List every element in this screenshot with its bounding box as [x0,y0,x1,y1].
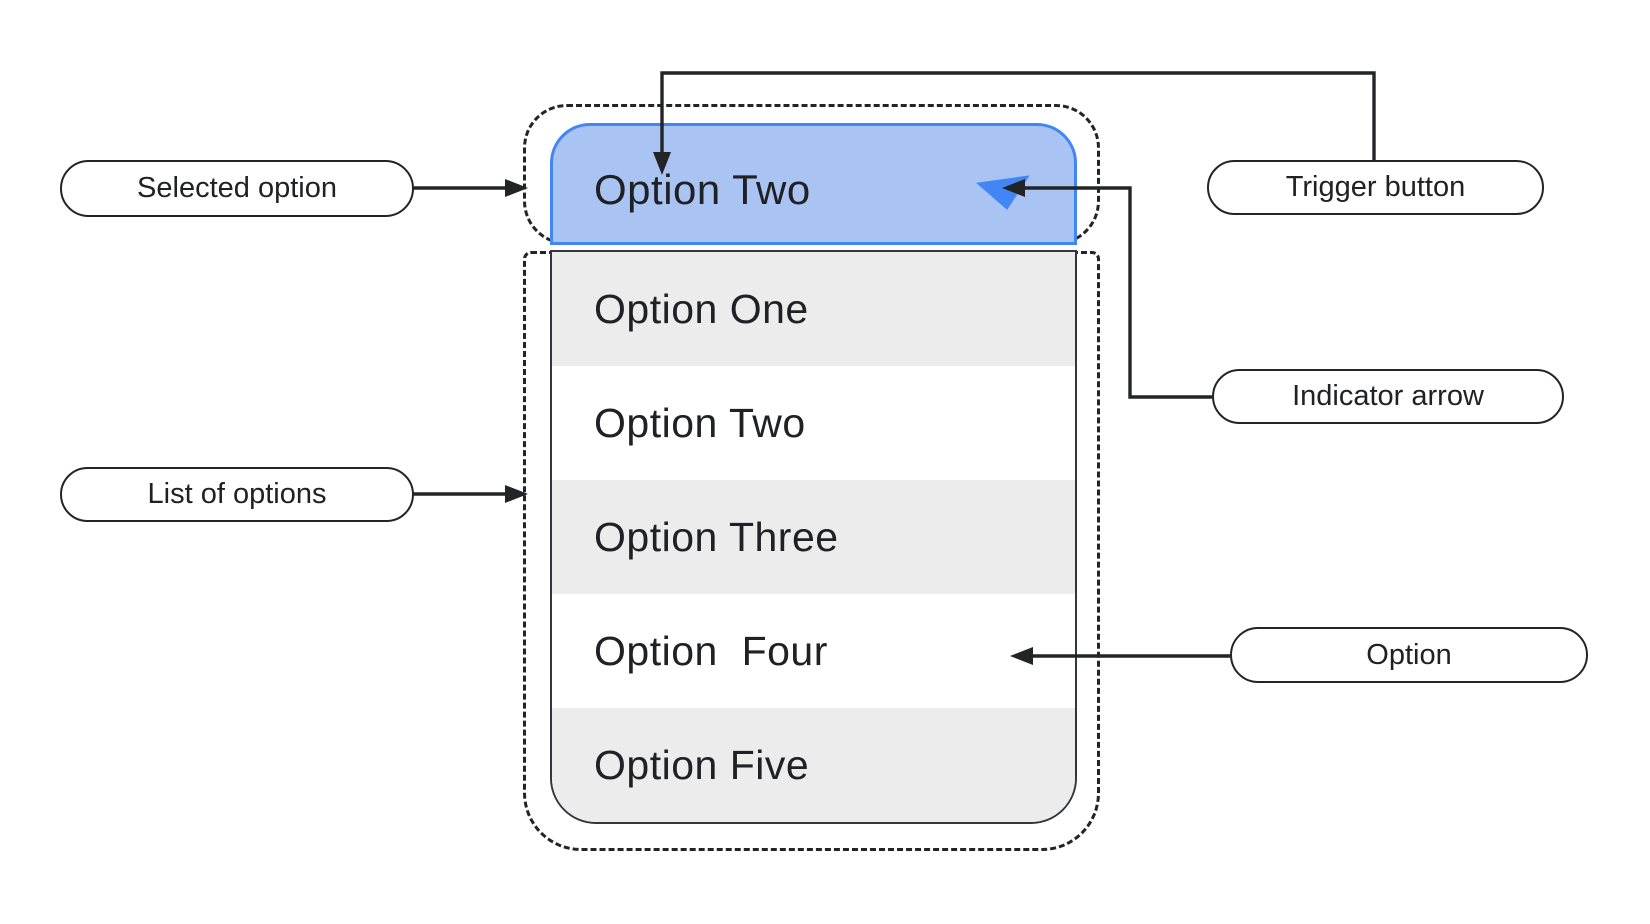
selected-option-text: Option Two [594,166,811,213]
label-text: Selected option [137,172,337,204]
label-list-of-options: List of options [60,467,414,522]
option-label: Option One [594,285,809,332]
label-text: List of options [147,478,327,510]
dropdown-options-list: Option One Option Two Option Three Optio… [550,250,1077,824]
label-option: Option [1230,627,1588,683]
label-text: Trigger button [1285,171,1466,203]
option-label: Option Two [594,399,806,446]
option-row[interactable]: Option Two [552,366,1075,480]
dropdown-trigger-button[interactable]: Option Two [550,123,1077,245]
option-row[interactable]: Option Three [552,480,1075,594]
option-label: Option Four [594,627,828,674]
label-text: Option [1366,638,1452,671]
option-label: Option Five [594,741,810,788]
option-row[interactable]: Option Five [552,708,1075,822]
option-label: Option Three [594,513,839,560]
label-text: Indicator arrow [1292,380,1484,412]
indicator-arrow-icon [976,175,1034,214]
label-selected-option: Selected option [60,160,414,217]
label-trigger-button: Trigger button [1207,160,1544,215]
option-row[interactable]: Option Four [552,594,1075,708]
option-row[interactable]: Option One [552,252,1075,366]
label-indicator-arrow: Indicator arrow [1212,369,1564,424]
